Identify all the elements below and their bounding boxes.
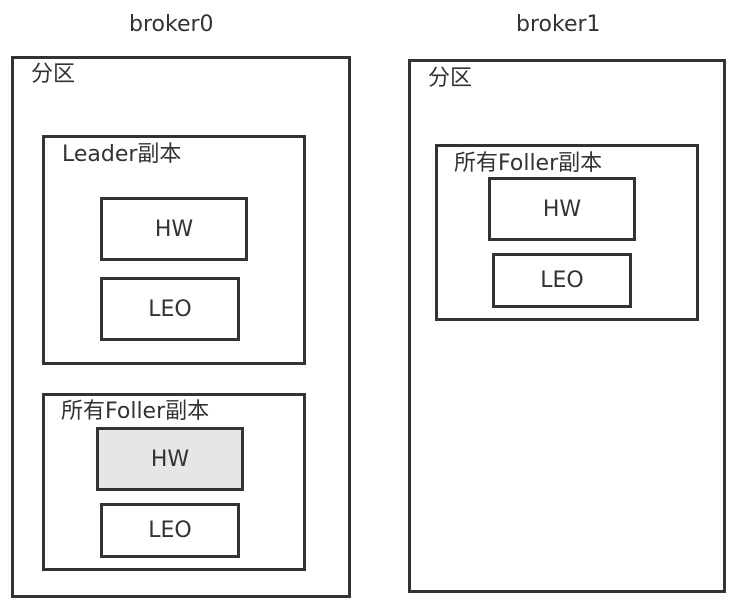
broker0-leader-replica-label: Leader副本 bbox=[62, 142, 182, 167]
broker1-partition-label: 分区 bbox=[428, 66, 473, 91]
broker0-partition-label: 分区 bbox=[31, 62, 76, 87]
broker1-title: broker1 bbox=[516, 12, 601, 37]
broker1-follower-replica-label: 所有Foller副本 bbox=[454, 151, 603, 176]
broker1-follower-leo-box: LEO bbox=[492, 253, 632, 308]
broker0-leader-leo-box: LEO bbox=[100, 277, 240, 341]
broker0-follower-replica-label: 所有Foller副本 bbox=[61, 399, 210, 424]
broker0-title: broker0 bbox=[129, 12, 214, 37]
broker1-partition-box bbox=[408, 59, 726, 593]
broker0-follower-leo-box: LEO bbox=[100, 503, 240, 558]
broker0-follower-hw-box: HW bbox=[96, 427, 244, 491]
broker1-follower-hw-box: HW bbox=[488, 177, 636, 241]
broker0-leader-hw-box: HW bbox=[100, 197, 248, 261]
